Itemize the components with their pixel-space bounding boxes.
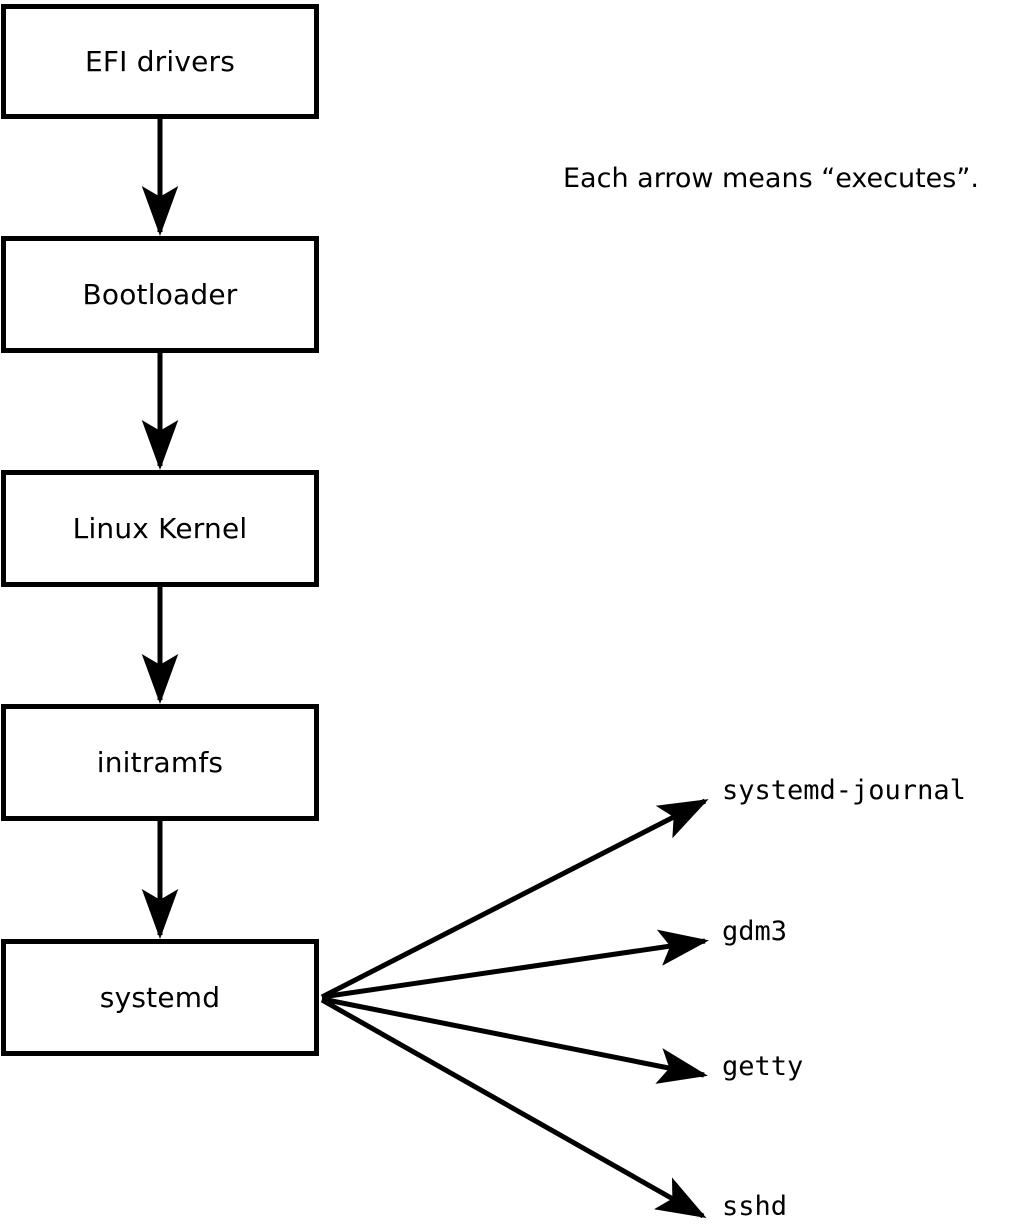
node-box-bootloader[interactable]: Bootloader bbox=[1, 236, 319, 353]
node-label-efi-drivers: EFI drivers bbox=[84, 44, 236, 78]
leaf-label-gdm3[interactable]: gdm3 bbox=[722, 916, 788, 947]
arrow-systemd-to-gdm3 bbox=[321, 929, 709, 1000]
fanout-arrow-group bbox=[320, 798, 709, 1219]
leaf-label-sshd[interactable]: sshd bbox=[722, 1191, 788, 1222]
node-box-efi-drivers[interactable]: EFI drivers bbox=[1, 4, 319, 119]
arrow-systemd-to-systemd-journal bbox=[320, 798, 709, 1000]
node-box-initramfs[interactable]: initramfs bbox=[1, 704, 319, 821]
node-label-systemd: systemd bbox=[99, 980, 221, 1014]
node-box-systemd[interactable]: systemd bbox=[1, 939, 319, 1056]
leaf-label-systemd-journal[interactable]: systemd-journal bbox=[722, 775, 966, 806]
leaf-label-getty[interactable]: getty bbox=[722, 1051, 804, 1082]
node-label-linux-kernel: Linux Kernel bbox=[72, 511, 248, 545]
legend-note: Each arrow means “executes”. bbox=[563, 163, 979, 194]
node-label-bootloader: Bootloader bbox=[82, 277, 238, 311]
node-label-initramfs: initramfs bbox=[96, 745, 224, 779]
arrow-systemd-to-getty bbox=[321, 996, 708, 1084]
arrow-systemd-to-sshd bbox=[320, 997, 707, 1219]
node-box-linux-kernel[interactable]: Linux Kernel bbox=[1, 470, 319, 587]
